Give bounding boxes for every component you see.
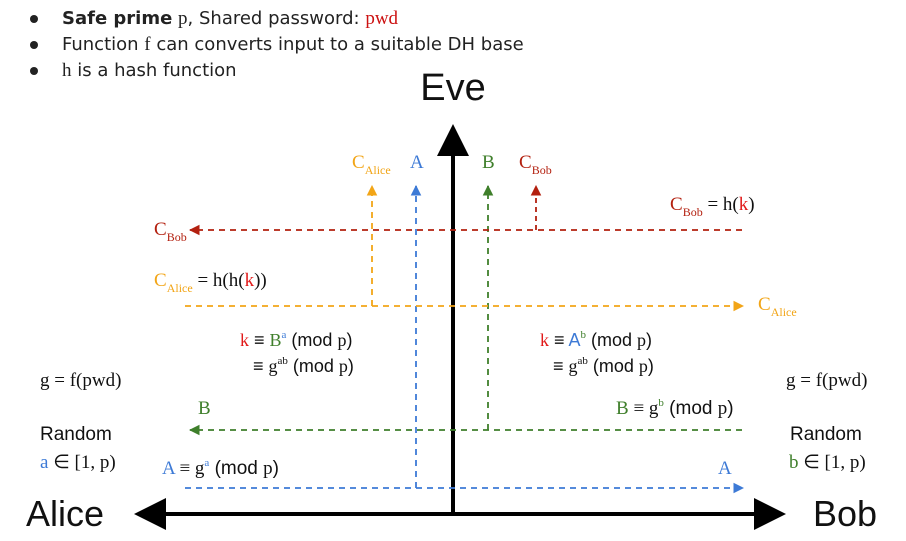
message-b-formula: B ≡ gb (mod p) [616, 397, 734, 419]
message-a-label-eve: A [410, 152, 424, 173]
alice-base-def: g = f(pwd) [40, 370, 121, 391]
assumption-list: Safe prime p, Shared password: pwd Funct… [28, 6, 524, 84]
eve-label: Eve [420, 67, 485, 109]
c-bob-label-alice: CBob [154, 219, 187, 244]
c-bob-label-eve: CBob [519, 152, 552, 177]
bullet-safe-prime: Safe prime p, Shared password: pwd [28, 6, 524, 32]
alice-random-label: Random [40, 424, 112, 445]
bullet-dot [30, 15, 38, 23]
alice-key-line2: ≡ gab (mod p) [253, 355, 354, 376]
bob-key-line2: ≡ gab (mod p) [553, 355, 654, 376]
c-alice-label-eve: CAlice [352, 152, 391, 177]
alice-key-line1: k ≡ Ba (mod p) [240, 329, 352, 350]
bullet-dot [30, 67, 38, 75]
bob-base-def: g = f(pwd) [786, 370, 867, 391]
alice-label: Alice [26, 493, 104, 534]
c-alice-label-bob: CAlice [758, 294, 797, 319]
c-bob-definition: CBob = h(k) [670, 194, 755, 219]
c-alice-definition: CAlice = h(h(k)) [154, 270, 267, 295]
bullet-dot [30, 41, 38, 49]
bob-key-line1: k ≡ Ab (mod p) [540, 329, 652, 350]
bullet-function-f: Function f can converts input to a suita… [28, 32, 524, 58]
message-b-label-alice: B [198, 398, 211, 419]
bob-random-range: b ∈ [1, p) [789, 452, 866, 473]
bob-random-label: Random [790, 424, 862, 445]
message-a-formula: A ≡ ga (mod p) [162, 457, 279, 479]
message-a-label-bob: A [718, 458, 732, 479]
alice-random-range: a ∈ [1, p) [40, 452, 116, 473]
message-b-label-eve: B [482, 152, 495, 173]
bob-label: Bob [813, 493, 877, 534]
bullet-hash-h: h is a hash function [28, 58, 524, 84]
